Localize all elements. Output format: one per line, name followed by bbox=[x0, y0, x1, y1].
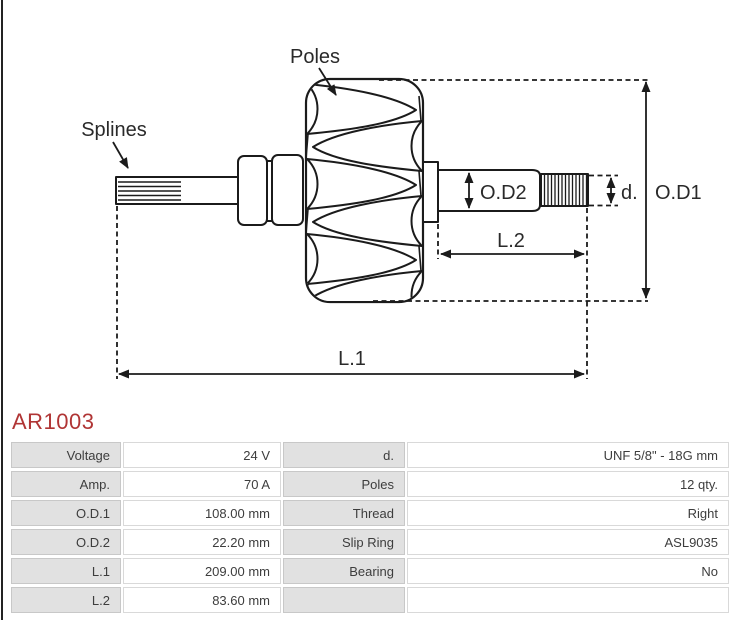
product-code: AR1003 bbox=[12, 409, 95, 434]
spec-label-cell: Voltage bbox=[11, 442, 121, 468]
l2-label: L.2 bbox=[497, 230, 525, 252]
spec-value-cell: 22.20 mm bbox=[123, 529, 281, 555]
spec-label-cell: Amp. bbox=[11, 471, 121, 497]
spec-row-l1: L.1 209.00 mm Bearing No bbox=[11, 558, 729, 584]
threaded-end bbox=[540, 173, 589, 207]
slip-ring-2 bbox=[271, 154, 304, 226]
splines-label: Splines bbox=[81, 119, 147, 141]
spline-ridges bbox=[118, 181, 181, 201]
page-left-border bbox=[1, 0, 3, 620]
spec-value-cell bbox=[407, 587, 729, 613]
spec-value-cell: 209.00 mm bbox=[123, 558, 281, 584]
spec-label-cell: Poles bbox=[283, 471, 405, 497]
spec-value-cell: Right bbox=[407, 500, 729, 526]
spec-row-l2: L.2 83.60 mm bbox=[11, 587, 729, 613]
spec-row-amp: Amp. 70 A Poles 12 qty. bbox=[11, 471, 729, 497]
spec-value-cell: 108.00 mm bbox=[123, 500, 281, 526]
spec-label-cell: Slip Ring bbox=[283, 529, 405, 555]
spec-label-cell: O.D.2 bbox=[11, 529, 121, 555]
extension-line-thread bbox=[589, 174, 618, 207]
splines-leader-arrow bbox=[112, 141, 129, 169]
spec-value-cell: 12 qty. bbox=[407, 471, 729, 497]
rotor-part-outline bbox=[115, 77, 589, 304]
pole-claws bbox=[307, 83, 422, 301]
od1-label: O.D1 bbox=[655, 182, 702, 204]
spec-label-cell: Thread bbox=[283, 500, 405, 526]
spec-row-voltage: Voltage 24 V d. UNF 5/8" - 18G mm bbox=[11, 442, 729, 468]
rotor-technical-drawing: Poles Splines O.D2 d. O.D1 L.2 L.1 bbox=[81, 46, 702, 379]
spec-value-cell: ASL9035 bbox=[407, 529, 729, 555]
spec-row-od2: O.D.2 22.20 mm Slip Ring ASL9035 bbox=[11, 529, 729, 555]
spec-table: Voltage 24 V d. UNF 5/8" - 18G mm Amp. 7… bbox=[9, 439, 731, 616]
spec-row-od1: O.D.1 108.00 mm Thread Right bbox=[11, 500, 729, 526]
poles-label: Poles bbox=[290, 46, 340, 68]
shaft-collar bbox=[422, 161, 439, 223]
slip-ring-1 bbox=[237, 155, 268, 226]
thread-hatching bbox=[543, 175, 588, 205]
poles-leader-arrow bbox=[318, 67, 337, 96]
dimension-lines bbox=[112, 67, 651, 379]
spec-label-cell: L.1 bbox=[11, 558, 121, 584]
spec-value-cell: 83.60 mm bbox=[123, 587, 281, 613]
spec-label-cell: O.D.1 bbox=[11, 500, 121, 526]
l1-label: L.1 bbox=[338, 348, 366, 370]
d-label: d. bbox=[621, 182, 638, 204]
od2-label: O.D2 bbox=[480, 182, 527, 204]
spec-label-cell bbox=[283, 587, 405, 613]
spec-value-cell: UNF 5/8" - 18G mm bbox=[407, 442, 729, 468]
spec-label-cell: L.2 bbox=[11, 587, 121, 613]
spec-label-cell: d. bbox=[283, 442, 405, 468]
spec-label-cell: Bearing bbox=[283, 558, 405, 584]
spec-value-cell: 70 A bbox=[123, 471, 281, 497]
spec-value-cell: No bbox=[407, 558, 729, 584]
rotor-diagram-svg: Poles Splines O.D2 d. O.D1 L.2 L.1 bbox=[81, 46, 702, 379]
spec-value-cell: 24 V bbox=[123, 442, 281, 468]
